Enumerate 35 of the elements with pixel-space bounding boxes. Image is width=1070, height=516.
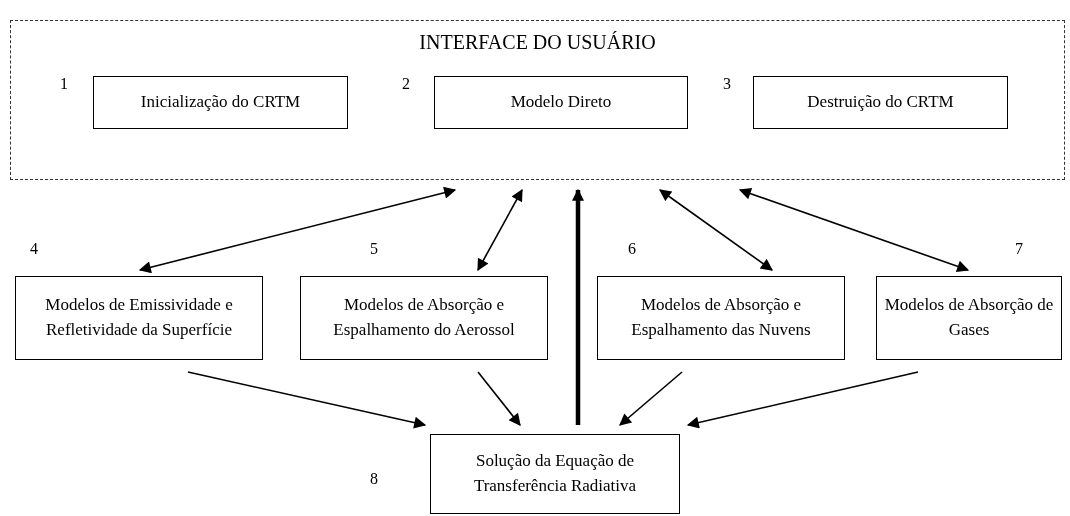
box-label: Inicialização do CRTM bbox=[139, 91, 302, 114]
arrow bbox=[619, 371, 683, 426]
box-label: Modelos de Absorção e Espalhamento das Nuvens bbox=[630, 294, 812, 341]
step-number: 8 bbox=[370, 470, 378, 488]
box-label: Solução da Equação de Transferência Radiativa bbox=[472, 450, 638, 497]
box-label: Modelo Direto bbox=[509, 91, 613, 114]
box-label: Modelos de Absorção e Espalhamento do Aerossol bbox=[332, 294, 516, 341]
process-box bbox=[434, 76, 688, 129]
step-number: 1 bbox=[60, 75, 68, 93]
box-label: Modelos de Absorção de Gases bbox=[883, 294, 1055, 341]
dashed-group-frame bbox=[10, 20, 1065, 180]
step-number: 2 bbox=[402, 75, 410, 93]
box-label: Modelos de Emissividade e Refletividade da Superfície bbox=[44, 294, 234, 341]
arrow bbox=[738, 187, 970, 273]
step-number: 6 bbox=[628, 240, 636, 258]
step-number: 4 bbox=[30, 240, 38, 258]
process-box bbox=[753, 76, 1008, 129]
process-box bbox=[597, 276, 845, 360]
arrow bbox=[477, 188, 523, 272]
step-number: 3 bbox=[723, 75, 731, 93]
process-box bbox=[93, 76, 348, 129]
arrow bbox=[477, 371, 521, 426]
arrow bbox=[138, 186, 457, 274]
step-number: 7 bbox=[1015, 240, 1023, 258]
process-box bbox=[15, 276, 263, 360]
process-box bbox=[300, 276, 548, 360]
box-label: Destruição do CRTM bbox=[806, 91, 955, 114]
arrow bbox=[686, 371, 919, 429]
group-title: INTERFACE DO USUÁRIO bbox=[419, 31, 656, 54]
process-box bbox=[876, 276, 1062, 360]
arrow bbox=[572, 188, 584, 425]
process-box bbox=[430, 434, 680, 514]
step-number: 5 bbox=[370, 240, 378, 258]
arrow bbox=[659, 189, 773, 271]
arrow bbox=[187, 371, 427, 429]
